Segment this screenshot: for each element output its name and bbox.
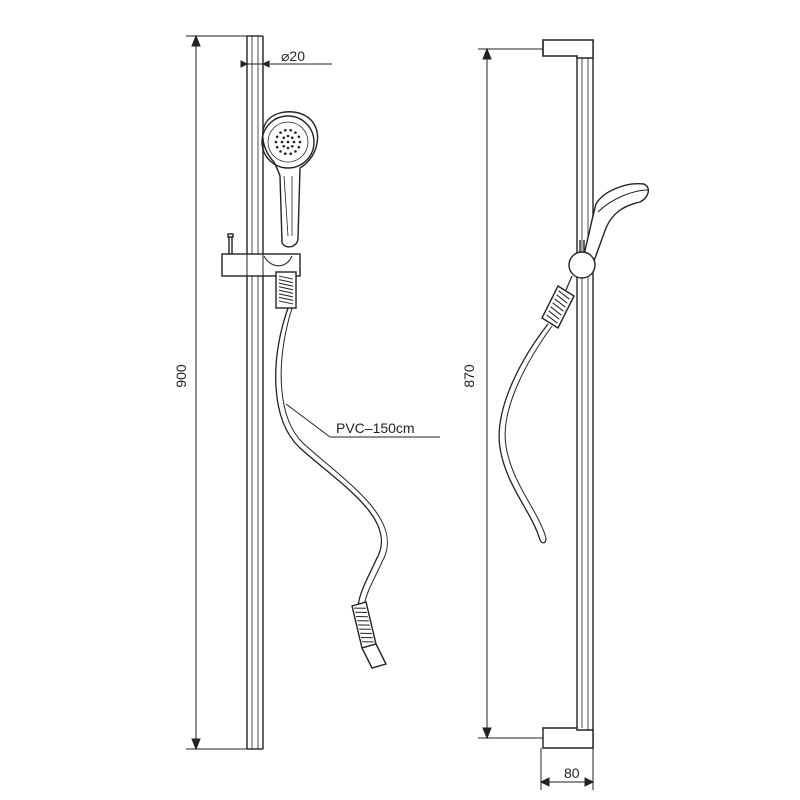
nozzle-dot: [289, 129, 292, 132]
nozzle-dot: [290, 136, 294, 140]
front-view: 900 ⌀20: [173, 34, 440, 751]
thread-line: [546, 314, 558, 324]
nozzle-dot: [294, 131, 297, 134]
nozzle-dot: [275, 135, 279, 139]
top-wall-bracket: [542, 39, 594, 59]
thread-line: [278, 293, 294, 298]
thread-line: [278, 279, 294, 284]
side-height-label: 870: [461, 364, 477, 388]
nozzle-dot: [298, 140, 302, 144]
thread-line: [278, 300, 294, 305]
side-rail: [576, 40, 594, 748]
depth-dimension: [539, 748, 595, 790]
thread-line: [548, 310, 560, 320]
nozzle-dot: [289, 152, 292, 155]
side-height-dimension: [478, 47, 543, 740]
hose-connector-top: [275, 271, 297, 309]
thread-line: [552, 302, 564, 312]
shower-head: [261, 111, 319, 248]
nozzle-dot: [274, 140, 278, 144]
nozzle-dot: [290, 144, 294, 148]
nozzle-dot: [292, 140, 296, 144]
shower-head-nozzles: [274, 129, 302, 155]
side-view: 870 80: [461, 39, 650, 790]
thread-line: [278, 296, 294, 301]
thread-line: [558, 290, 570, 300]
thread-line: [554, 298, 566, 308]
nozzle-dot: [279, 131, 282, 134]
nozzle-dot: [297, 145, 301, 149]
side-hose: [498, 323, 549, 541]
bottom-wall-bracket: [542, 727, 594, 749]
front-height-dimension: [186, 34, 247, 751]
slider-bracket: [221, 233, 301, 277]
depth-label: 80: [564, 765, 580, 781]
diameter-label: ⌀20: [281, 48, 305, 64]
nozzle-dot: [275, 145, 279, 149]
thread-line: [278, 286, 294, 291]
nozzle-dot: [294, 150, 297, 153]
thread-line: [550, 306, 562, 316]
nozzle-dot: [286, 134, 290, 138]
side-shower-head: [581, 183, 650, 267]
thread-line: [278, 282, 294, 287]
hose-label-leader: [285, 403, 440, 438]
nozzle-dot: [282, 144, 286, 148]
front-hose: [275, 307, 383, 607]
side-slider-knob: [568, 240, 596, 279]
nozzle-dot: [279, 150, 282, 153]
hose-connector-top-thread: [278, 275, 294, 305]
thread-line: [278, 275, 294, 280]
nozzle-dot: [297, 135, 301, 139]
thread-line: [556, 294, 568, 304]
nozzle-dot: [286, 140, 290, 144]
nozzle-dot: [284, 129, 287, 132]
front-rail: [246, 35, 264, 750]
nozzle-dot: [280, 140, 284, 144]
hose-nut-thread: [354, 607, 374, 643]
thread-line: [278, 289, 294, 294]
diameter-dimension: [240, 60, 332, 68]
side-hose-connector-thread: [546, 290, 570, 324]
nozzle-dot: [284, 152, 287, 155]
nozzle-dot: [286, 146, 290, 150]
front-height-label: 900: [173, 364, 189, 388]
nozzle-dot: [282, 136, 286, 140]
hose-label: PVC–150cm: [336, 420, 415, 436]
